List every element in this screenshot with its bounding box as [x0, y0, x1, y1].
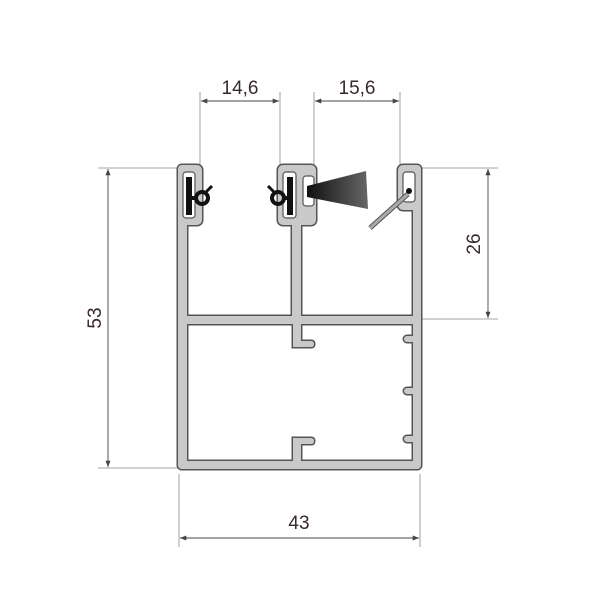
dim-label-26: 26: [464, 233, 485, 254]
brush-seal: [307, 171, 368, 209]
aluminium-profile: [176, 163, 423, 471]
dim-label-15-6: 15,6: [339, 78, 376, 99]
middle-gasket: [266, 177, 293, 215]
glazing-flap: [368, 188, 412, 230]
extension-lines: [98, 92, 498, 547]
dim-label-53: 53: [85, 307, 106, 328]
dim-label-14-6: 14,6: [222, 78, 259, 99]
left-gasket: [186, 177, 214, 215]
dimension-lines: [105, 98, 491, 541]
dim-label-43: 43: [288, 513, 309, 534]
